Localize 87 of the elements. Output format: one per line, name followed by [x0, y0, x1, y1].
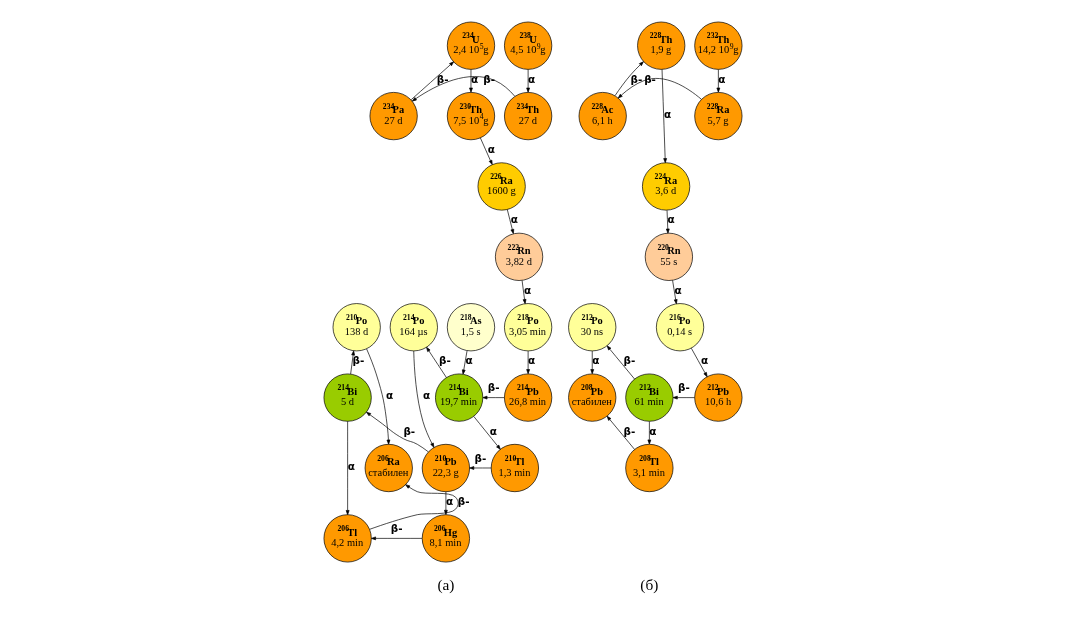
edge-label: β-: [473, 451, 486, 464]
edge-label: β-: [457, 494, 470, 507]
arrow: [661, 69, 667, 164]
edge-label: β-: [390, 522, 403, 535]
arrow: [461, 350, 467, 375]
node-circle: $^{206}$Tl 4,2 min: [323, 514, 372, 563]
edge-label: α: [470, 72, 478, 85]
node-circle: $^{228}$Ra 5,7 g: [693, 92, 742, 141]
edge-label: α: [523, 283, 531, 296]
node-circle: $^{232}$Th 14,2 10$^{9}$g: [693, 21, 742, 70]
edge-label: α: [717, 72, 726, 85]
arrow: [472, 416, 501, 450]
edge-label: β-: [352, 354, 364, 367]
arrow: [525, 69, 530, 93]
edge-label: β-: [436, 72, 449, 85]
edge-label: α: [527, 72, 535, 85]
edge-label: β-: [438, 354, 451, 367]
arrow: [468, 466, 491, 470]
arrow: [482, 395, 505, 400]
arrow: [425, 346, 447, 378]
arrow: [614, 61, 644, 96]
arrow: [365, 348, 390, 445]
edge-label: α: [385, 389, 393, 402]
arrow: [412, 350, 434, 448]
node-circle: $^{208}$Tl 3,1 min: [624, 443, 673, 493]
edge-label: α: [667, 213, 675, 226]
node-circle: $^{210}$Po 138 d: [332, 303, 381, 352]
node-circle: $^{212}$Bi 61 min: [624, 373, 673, 422]
edge-label: β-: [482, 72, 495, 85]
edge-label: α: [527, 354, 535, 367]
node-circle: $^{214}$Bi 19,7 min: [434, 373, 483, 422]
edge-label: β-: [402, 424, 415, 437]
node-circle: $^{230}$Th 7,5 10$^{4}$g: [446, 92, 495, 141]
arrow: [521, 280, 526, 304]
arrow: [606, 415, 635, 450]
edge-label: α: [510, 213, 518, 226]
edge-label: α: [591, 354, 599, 367]
arrow: [365, 411, 429, 453]
arrow: [345, 420, 349, 515]
edge-label: α: [422, 389, 430, 402]
node-circle: $^{234}$Th 27 d: [503, 92, 552, 141]
edge-label: α: [464, 354, 473, 367]
node-circle: $^{218}$Po 3,05 min: [503, 303, 552, 352]
arrow: [647, 421, 651, 445]
arrow: [370, 536, 422, 541]
edge-label: β-: [677, 381, 690, 394]
arrow: [411, 76, 515, 102]
edge-label: β-: [487, 381, 500, 394]
node-circle: $^{214}$Pb 26,8 min: [503, 373, 552, 422]
edge-label: β-: [623, 354, 635, 367]
edge-label: α: [663, 107, 671, 120]
arrow: [617, 78, 702, 100]
arrow: [368, 484, 459, 530]
node-circle: $^{224}$Ra 3,6 d: [641, 162, 690, 211]
node-circle: $^{218}$As 1,5 s: [446, 303, 495, 352]
arrow: [672, 395, 695, 400]
node-circle: $^{222}$Rn 3,82 d: [494, 232, 543, 281]
node-circle: $^{238}$U 4,5 10$^{9}$g: [503, 21, 552, 70]
node-circle: $^{216}$Po 0,14 s: [655, 303, 704, 352]
edge-label: α: [347, 459, 355, 472]
arrow: [506, 209, 514, 234]
label: (а): [436, 576, 454, 594]
arrow: [690, 347, 707, 378]
node-circle: $^{220}$Rn 55 s: [644, 232, 693, 281]
edge-label: β-: [630, 72, 642, 85]
arrow: [525, 350, 530, 375]
edge-label: α: [489, 424, 497, 437]
edge-label: β-: [643, 72, 656, 85]
arrow: [479, 137, 493, 165]
node-circle: $^{206}$Hg 8,1 min: [421, 514, 470, 563]
edge-label: α: [487, 143, 495, 156]
edge-label: α: [648, 424, 657, 437]
arrow: [716, 69, 720, 93]
label: (б): [639, 576, 658, 594]
arrow: [410, 61, 454, 101]
arrow: [606, 345, 635, 380]
arrow: [671, 279, 677, 305]
arrow: [665, 209, 670, 234]
arrow: [468, 69, 473, 93]
edge-label: β-: [623, 424, 635, 437]
edge-label: α: [673, 283, 682, 296]
edge-label: α: [700, 354, 708, 367]
node-circle: $^{226}$Ra 1600 g: [477, 162, 526, 211]
arrow: [443, 491, 448, 515]
arrow: [589, 350, 594, 375]
arrow: [349, 350, 355, 375]
edge-label: α: [445, 494, 453, 507]
